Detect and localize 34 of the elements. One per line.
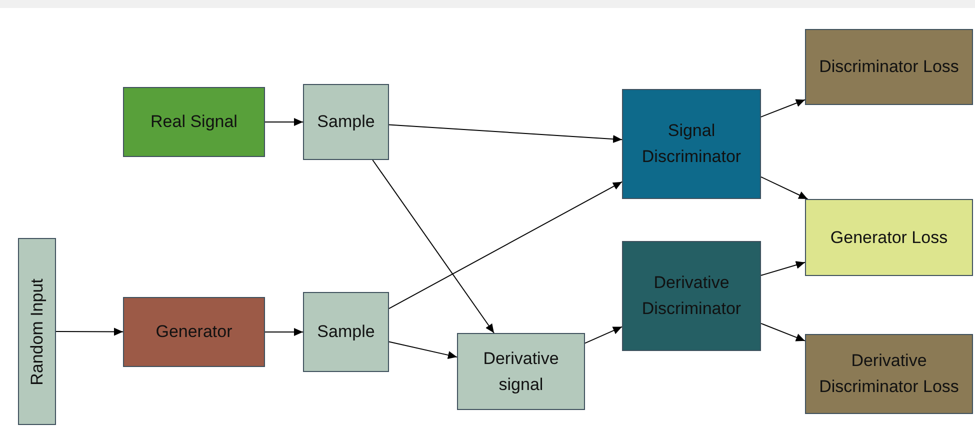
- output-box: [805, 29, 973, 105]
- box-label: Discriminator Loss: [818, 56, 960, 78]
- box-label: Signal Discriminator: [640, 120, 742, 168]
- process-box: [123, 297, 265, 367]
- process-box: [303, 292, 389, 372]
- box-label: Sample: [316, 111, 376, 133]
- process-box: [622, 89, 761, 199]
- input-box: [18, 238, 56, 425]
- output-box: [805, 334, 973, 414]
- box-label: Sample: [316, 321, 376, 343]
- input-box: [123, 87, 265, 157]
- arrow: [372, 160, 494, 334]
- process-box: [457, 333, 585, 410]
- box-label: Derivative Discriminator: [640, 272, 742, 320]
- arrow: [584, 326, 622, 344]
- box-label: Generator: [154, 321, 234, 343]
- arrow: [760, 99, 806, 118]
- arrow: [760, 322, 806, 342]
- arrow: [760, 261, 806, 276]
- arrow: [388, 124, 622, 143]
- box-label: Derivative signal: [482, 348, 560, 396]
- process-box: [622, 241, 761, 351]
- box-label: Random Input: [26, 277, 47, 387]
- arrow: [388, 341, 458, 359]
- box-label: Real Signal: [150, 111, 238, 133]
- box-label: Derivative Discriminator Loss: [818, 350, 960, 398]
- arrow: [264, 328, 304, 336]
- output-box: [805, 199, 973, 276]
- box-label: Generator Loss: [829, 226, 949, 248]
- process-box: [303, 84, 389, 160]
- arrow: [264, 118, 304, 126]
- arrow: [388, 181, 622, 310]
- arrow: [760, 176, 808, 200]
- arrow: [56, 328, 124, 336]
